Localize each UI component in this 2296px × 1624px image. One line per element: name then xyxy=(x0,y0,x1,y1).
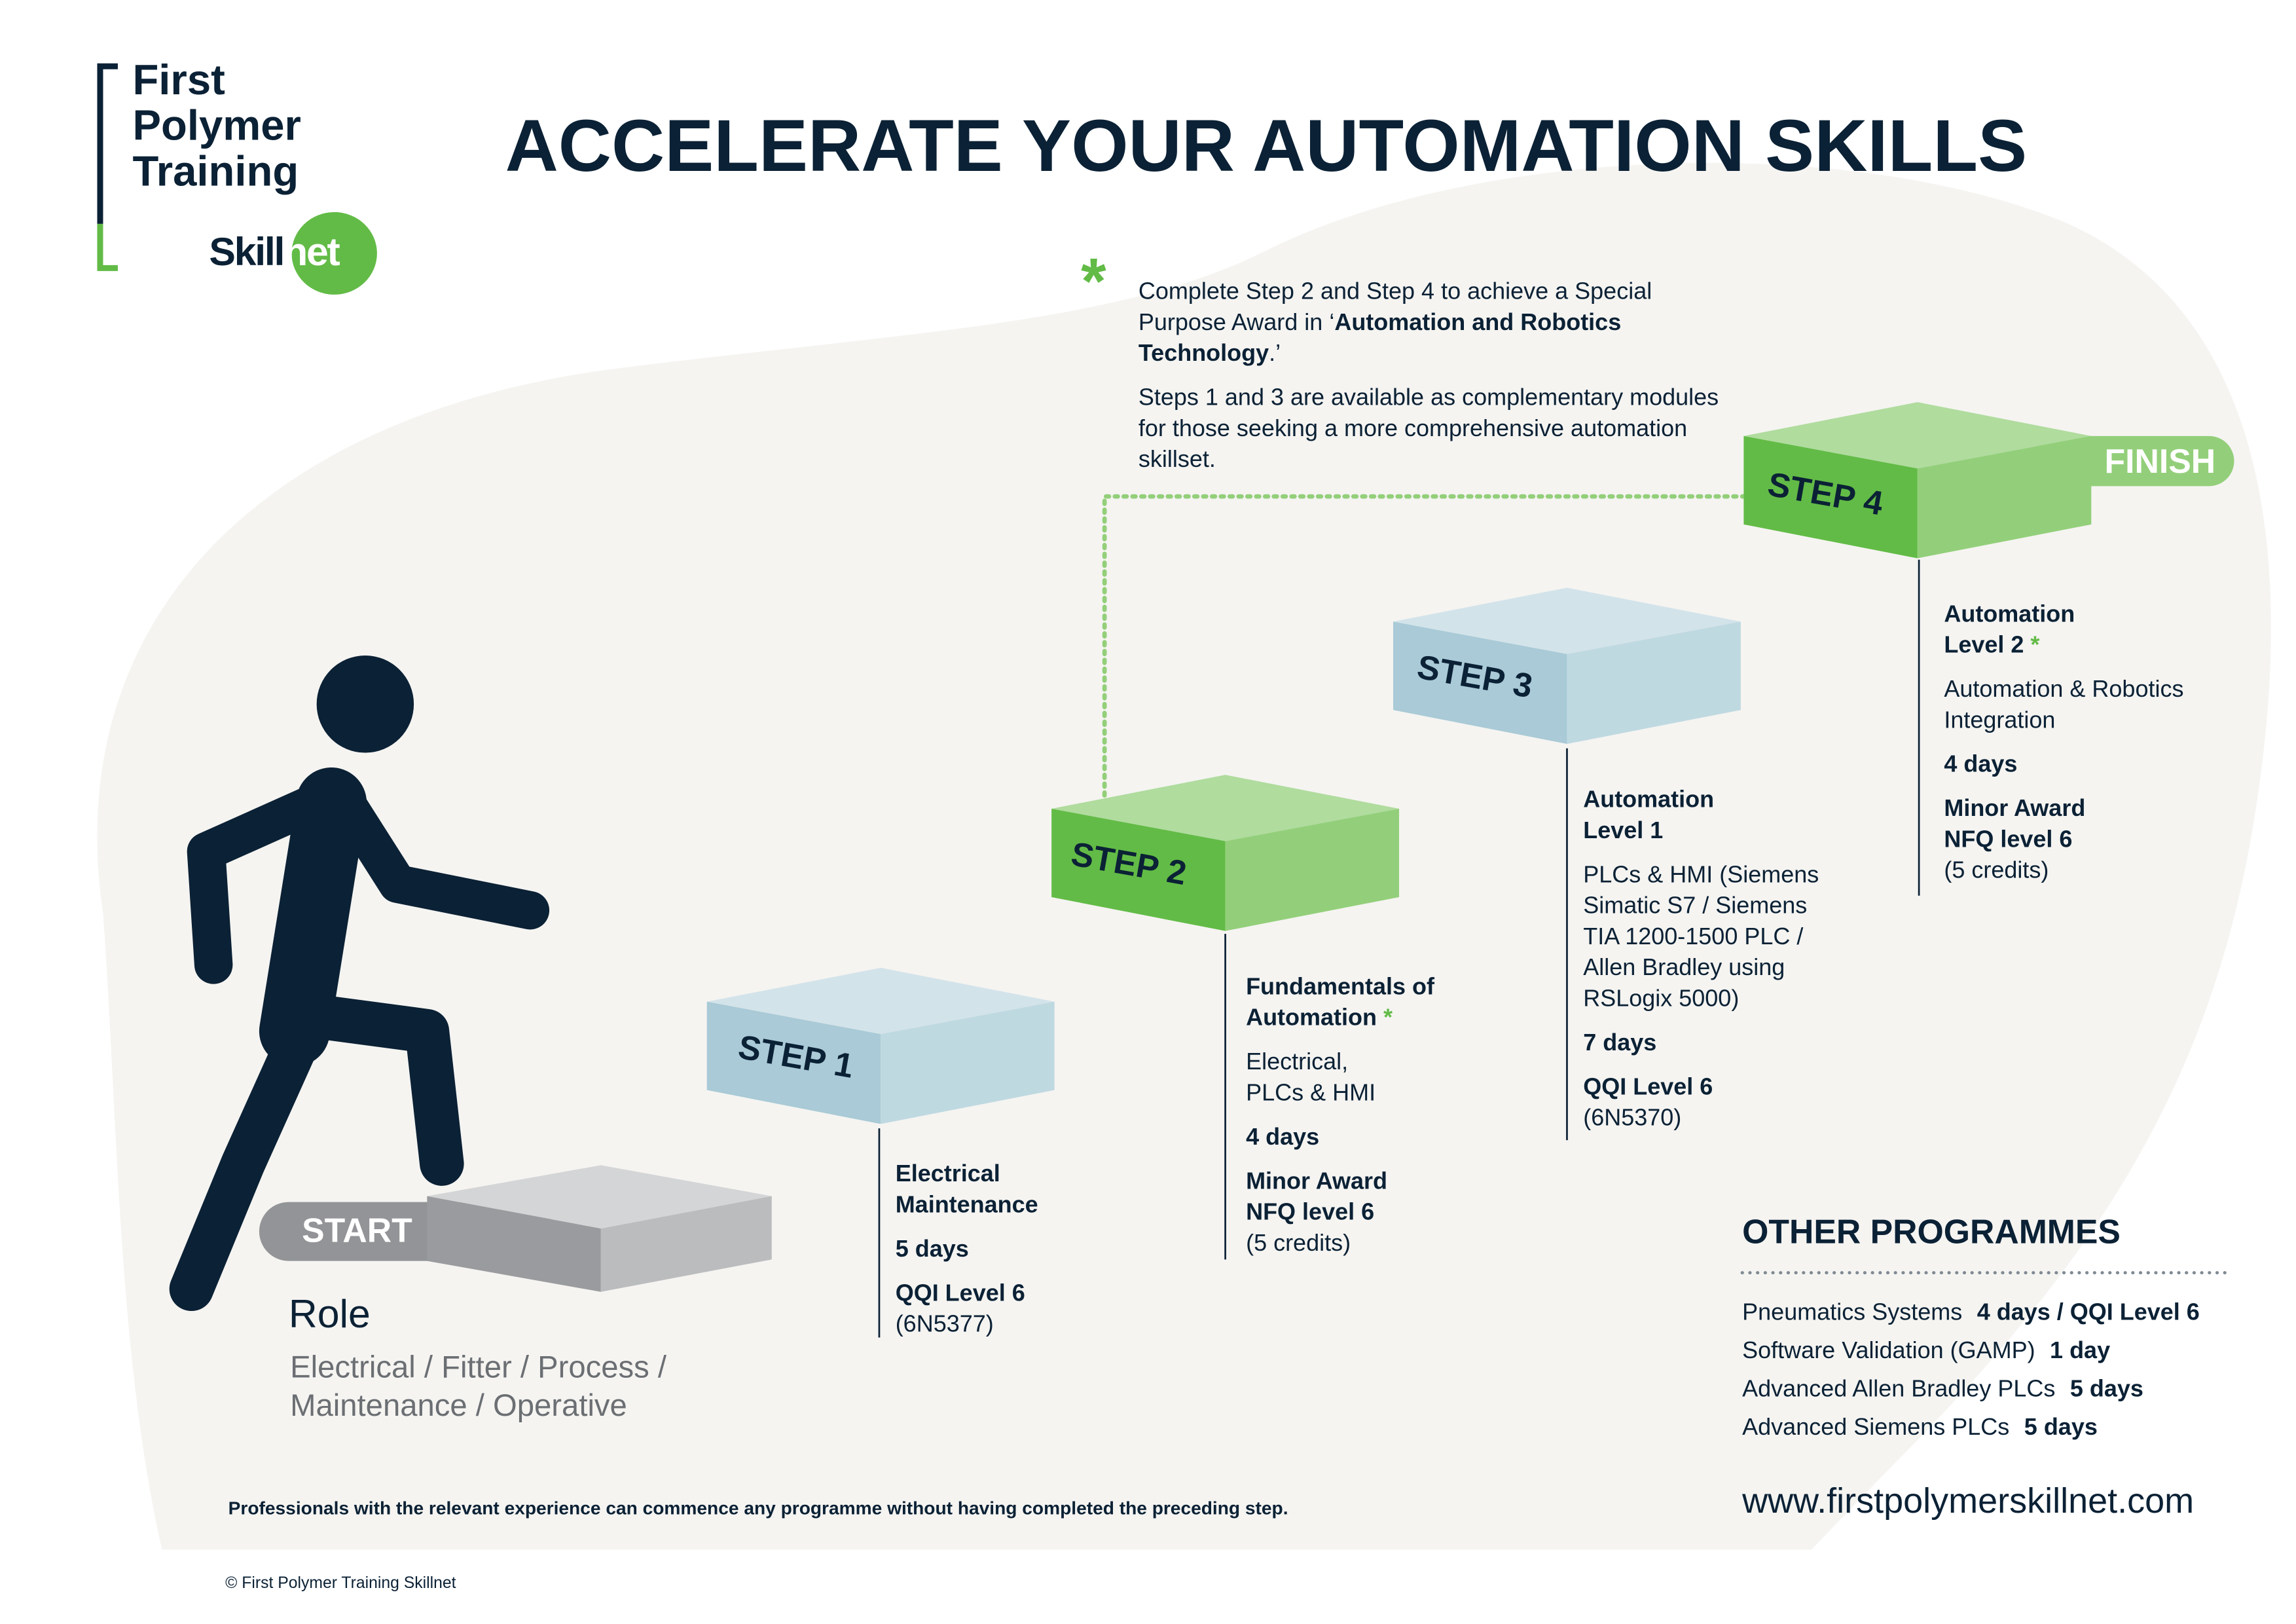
logo-line-3: Training xyxy=(132,149,299,196)
step-description: Automation & Robotics Integration xyxy=(1944,677,2184,734)
logo-skill: Skill xyxy=(209,229,285,274)
step-course-name: Electrical Maintenance xyxy=(895,1162,1038,1219)
programme-detail: 1 day xyxy=(2050,1338,2111,1365)
step-4-details: Automation Level 2 * Automation & Roboti… xyxy=(1944,600,2187,887)
website-link[interactable]: www.firstpolymerskillnet.com xyxy=(1742,1481,2195,1522)
asterisk-icon: * xyxy=(2030,633,2040,659)
step-duration: 7 days xyxy=(1583,1031,1657,1056)
copyright: © First Polymer Training Skillnet xyxy=(225,1574,456,1593)
step-award: Minor Award NFQ level 6 xyxy=(1246,1170,1388,1226)
step-code: (6N5377) xyxy=(895,1312,994,1338)
programme-name: Software Validation (GAMP) xyxy=(1742,1338,2035,1365)
start-label: START xyxy=(302,1211,412,1249)
programme-detail: 5 days xyxy=(2024,1415,2098,1441)
step-course-name: Automation Level 2 xyxy=(1944,602,2075,659)
step-award: QQI Level 6 xyxy=(895,1282,1025,1307)
step-code: (5 credits) xyxy=(1246,1231,1351,1257)
step-duration: 4 days xyxy=(1246,1125,1320,1151)
step-course-name: Automation Level 1 xyxy=(1583,788,1715,844)
logo-bracket xyxy=(97,63,118,271)
complementary-note: Steps 1 and 3 are available as complemen… xyxy=(1138,386,1719,473)
role-text: Electrical / Fitter / Process / Maintena… xyxy=(290,1350,667,1424)
role-heading: Role xyxy=(288,1291,371,1337)
skillnet-circle xyxy=(291,212,377,295)
note-text: Complete Step 2 and Step 4 to achieve a … xyxy=(1138,280,1652,336)
step-code: (6N5370) xyxy=(1583,1106,1682,1132)
note-text-end: .’ xyxy=(1269,341,1281,367)
award-name: Automation and Robotics Technology xyxy=(1138,310,1622,367)
start-block xyxy=(259,1165,772,1292)
programme-name: Advanced Allen Bradley PLCs xyxy=(1742,1377,2056,1403)
step-course-name: Fundamentals of Automation xyxy=(1246,975,1435,1031)
footer-note: Professionals with the relevant experien… xyxy=(228,1498,1288,1519)
logo-skillnet: Skillnet xyxy=(209,229,340,276)
step-award: QQI Level 6 xyxy=(1583,1075,1713,1101)
logo-net: net xyxy=(283,229,340,274)
step-duration: 4 days xyxy=(1944,752,2018,778)
walking-person-icon xyxy=(169,655,550,1312)
programme-item: Advanced Allen Bradley PLCs 5 days xyxy=(1742,1371,2200,1409)
step-duration: 5 days xyxy=(895,1237,969,1263)
step-1-details: Electrical Maintenance 5 days QQI Level … xyxy=(896,1159,1072,1340)
programme-detail: 5 days xyxy=(2069,1377,2143,1403)
asterisk-icon: * xyxy=(1383,1006,1393,1031)
step-4-block xyxy=(1743,402,2092,559)
step-award: Minor Award NFQ level 6 xyxy=(1944,796,2086,853)
step-1-block xyxy=(706,967,1055,1124)
step-3-details: Automation Level 1 PLCs & HMI (Siemens S… xyxy=(1583,785,1841,1134)
step-2-block xyxy=(1051,775,1400,931)
logo-first-polymer-training: First Polymer Training xyxy=(132,57,301,196)
programme-name: Pneumatics Systems xyxy=(1742,1301,1963,1326)
step-code: (5 credits) xyxy=(1944,858,2049,884)
programme-name: Advanced Siemens PLCs xyxy=(1742,1415,2010,1441)
asterisk-icon: * xyxy=(1081,246,1106,318)
step-description: Electrical, PLCs & HMI xyxy=(1246,1050,1376,1107)
award-note: Complete Step 2 and Step 4 to achieve a … xyxy=(1139,277,1728,489)
logo-line-1: First xyxy=(132,57,225,105)
page-title: ACCELERATE YOUR AUTOMATION SKILLS xyxy=(505,104,2028,187)
dotted-connector xyxy=(1102,494,1746,798)
programme-detail: 4 days / QQI Level 6 xyxy=(1977,1301,2200,1326)
programme-item: Pneumatics Systems 4 days / QQI Level 6 xyxy=(1742,1295,2200,1333)
other-programmes-heading: OTHER PROGRAMMES xyxy=(1742,1212,2121,1251)
other-programmes-list: Pneumatics Systems 4 days / QQI Level 6 S… xyxy=(1742,1295,2200,1448)
finish-label: FINISH xyxy=(2104,441,2216,481)
step-description: PLCs & HMI (Siemens Simatic S7 / Siemens… xyxy=(1583,863,1819,1012)
step-3-block xyxy=(1393,587,1741,744)
step-2-details: Fundamentals of Automation * Electrical,… xyxy=(1246,972,1437,1260)
logo-line-2: Polymer xyxy=(132,103,301,151)
programme-item: Software Validation (GAMP) 1 day xyxy=(1742,1333,2200,1371)
programme-item: Advanced Siemens PLCs 5 days xyxy=(1742,1410,2200,1448)
